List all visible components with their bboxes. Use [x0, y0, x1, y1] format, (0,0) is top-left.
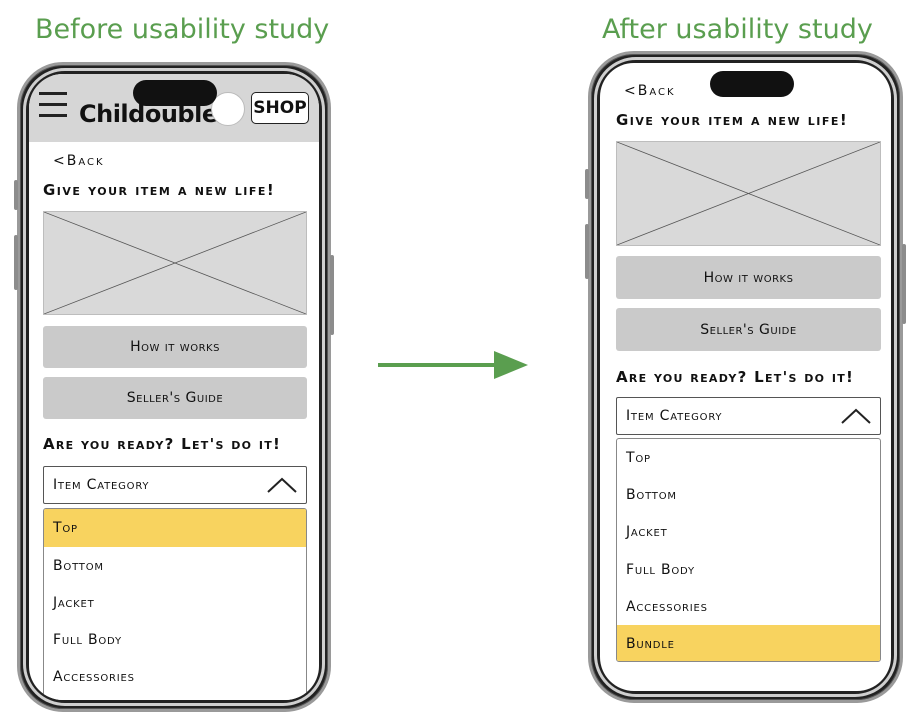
dropdown-option-bottom[interactable]: Bottom: [626, 486, 677, 503]
before-screen: Childouble SHOP <Back Give your item a n…: [29, 74, 319, 700]
after-screen: <Back Give your item a new life! How it …: [600, 63, 891, 691]
item-category-select[interactable]: Item Category: [43, 466, 307, 504]
avatar[interactable]: [211, 92, 245, 126]
how-it-works-button[interactable]: How it works: [616, 256, 881, 299]
sellers-guide-button[interactable]: Seller's Guide: [616, 308, 881, 351]
how-it-works-button[interactable]: How it works: [43, 326, 307, 368]
before-heading: Before usability study: [35, 14, 330, 45]
sellers-guide-button[interactable]: Seller's Guide: [43, 377, 307, 419]
select-label: Item Category: [626, 408, 723, 424]
chevron-up-icon[interactable]: [266, 476, 298, 494]
select-label: Item Category: [53, 477, 150, 493]
dropdown-option-bottom[interactable]: Bottom: [53, 557, 104, 574]
before-phone: Childouble SHOP <Back Give your item a n…: [14, 62, 334, 712]
item-category-select[interactable]: Item Category: [616, 397, 881, 435]
right-arrow-icon: [378, 351, 528, 379]
phone-side-button: [14, 180, 18, 210]
dropdown-option-full-body[interactable]: Full Body: [626, 561, 695, 578]
phone-side-button: [585, 169, 589, 199]
ready-label: Are you ready? Let's do it!: [43, 435, 282, 453]
dropdown-option-accessories[interactable]: Accessories: [53, 668, 135, 685]
dropdown-option-top[interactable]: Top: [626, 449, 651, 466]
dropdown-option-bundle[interactable]: Bundle: [617, 625, 880, 661]
dropdown-option-full-body[interactable]: Full Body: [53, 631, 122, 648]
dropdown-option-jacket[interactable]: Jacket: [626, 524, 668, 540]
category-dropdown-list: Top Bottom Jacket Full Body Accessories …: [616, 438, 881, 662]
category-dropdown-list: Top Bottom Jacket Full Body Accessories: [43, 508, 307, 700]
shop-button[interactable]: SHOP: [251, 92, 309, 124]
tagline: Give your item a new life!: [43, 181, 276, 199]
back-link[interactable]: <Back: [53, 153, 105, 169]
ready-label: Are you ready? Let's do it!: [616, 368, 855, 386]
phone-side-button: [902, 244, 906, 324]
back-link[interactable]: <Back: [624, 83, 676, 99]
image-placeholder: [43, 211, 307, 315]
dropdown-option-jacket[interactable]: Jacket: [53, 594, 95, 611]
after-phone: <Back Give your item a new life! How it …: [585, 51, 906, 703]
hamburger-menu-icon[interactable]: [29, 92, 74, 128]
image-placeholder: [616, 141, 881, 246]
tagline: Give your item a new life!: [616, 111, 849, 129]
phone-side-button: [14, 235, 18, 290]
phone-side-button: [330, 255, 334, 335]
after-heading: After usability study: [602, 14, 873, 45]
dynamic-island: [710, 71, 794, 97]
dynamic-island: [133, 80, 217, 106]
dropdown-option-accessories[interactable]: Accessories: [626, 598, 708, 615]
chevron-up-icon[interactable]: [840, 407, 872, 425]
phone-side-button: [585, 224, 589, 279]
dropdown-option-top[interactable]: Top: [44, 509, 306, 547]
